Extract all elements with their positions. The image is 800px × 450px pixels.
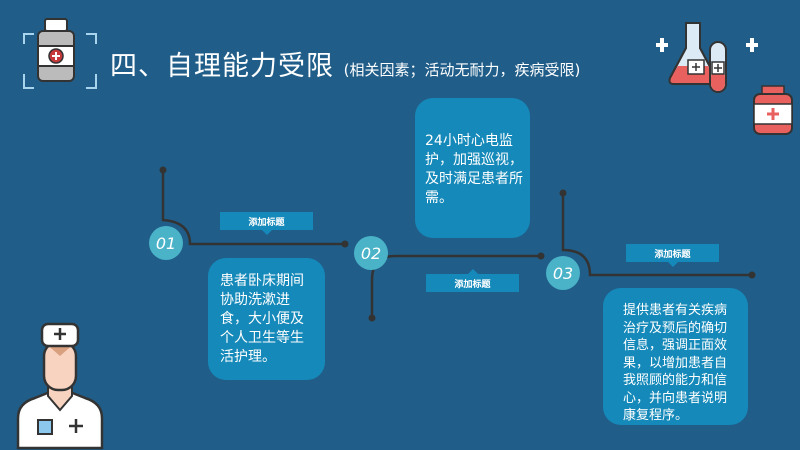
doctor-icon	[16, 322, 104, 450]
step-number-03: 03	[546, 256, 580, 290]
step-number-02: 02	[354, 236, 388, 270]
step-number-01: 01	[149, 226, 183, 260]
step-3-textbox[interactable]: 提供患者有关疾病治疗及预后的确切信息，强调正面效果，以增加患者自我照顾的能力和信…	[603, 288, 748, 425]
page-title: 四、自理能力受限 (相关因素；活动无耐力，疾病受限)	[110, 44, 580, 83]
medicine-bottle-icon	[23, 18, 97, 89]
title-subtitle: (相关因素；活动无耐力，疾病受限)	[343, 61, 581, 79]
step-2-title[interactable]: 添加标题	[426, 269, 519, 292]
step-3-title[interactable]: 添加标题	[626, 244, 719, 267]
lab-flask-icon	[656, 22, 793, 135]
step-2-textbox[interactable]: 24小时心电监护，加强巡视，及时满足患者所需。	[415, 98, 530, 238]
title-main: 四、自理能力受限	[110, 51, 334, 82]
step-1-title[interactable]: 添加标题	[220, 212, 313, 235]
step-1-textbox[interactable]: 患者卧床期间协助洗漱进食，大小便及个人卫生等生活护理。	[208, 258, 325, 380]
